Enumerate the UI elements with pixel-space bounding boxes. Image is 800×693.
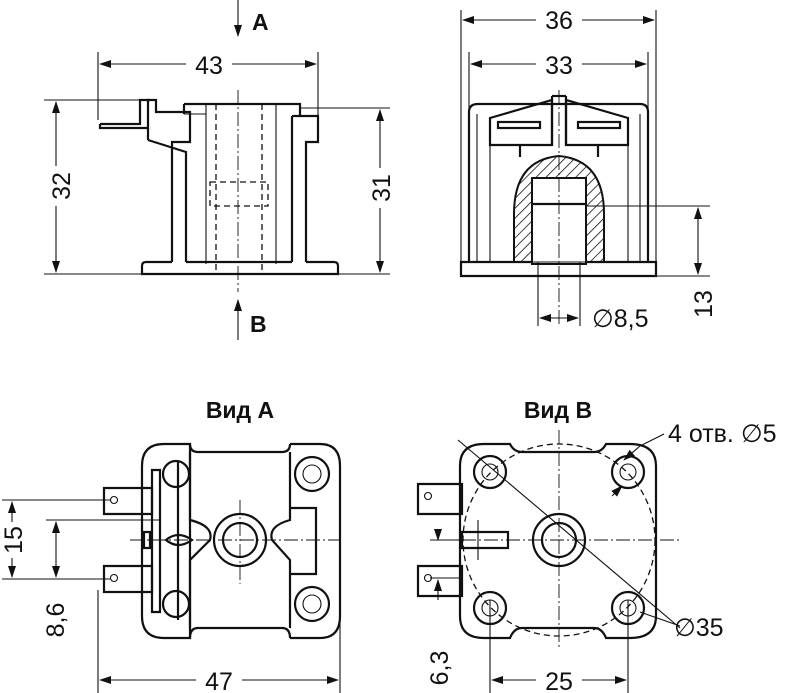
outer-width-dim: 36 <box>545 7 573 35</box>
arrow-a-label: A <box>252 9 269 35</box>
pitch-dim: 15 <box>0 526 28 554</box>
bore-height-dim: 13 <box>690 290 718 318</box>
height-left-dim: 32 <box>48 172 76 200</box>
front-view: A B 43 32 31 <box>44 0 396 340</box>
holes-dim: 4 отв. ∅5 <box>668 420 777 448</box>
view-a: Вид А 15 <box>0 397 342 693</box>
inner-width-dim: 33 <box>545 52 573 80</box>
width-dim: 43 <box>195 52 223 80</box>
arrow-b-label: B <box>250 311 267 337</box>
spacing-dim: 25 <box>545 668 573 693</box>
height-right-dim: 31 <box>368 174 396 202</box>
view-a-title: Вид А <box>206 397 274 423</box>
width-47-dim: 47 <box>205 668 233 693</box>
bore-dim: ∅8,5 <box>592 305 649 333</box>
offset-dim: 8,6 <box>42 603 70 638</box>
circle-dim: ∅35 <box>674 614 724 642</box>
offset-63-dim: 6,3 <box>426 651 454 686</box>
view-b-title: Вид В <box>524 397 592 423</box>
side-view: 36 33 ∅8,5 <box>459 4 718 333</box>
view-b: Вид В 4 отв. ∅5 ∅35 <box>416 397 777 693</box>
